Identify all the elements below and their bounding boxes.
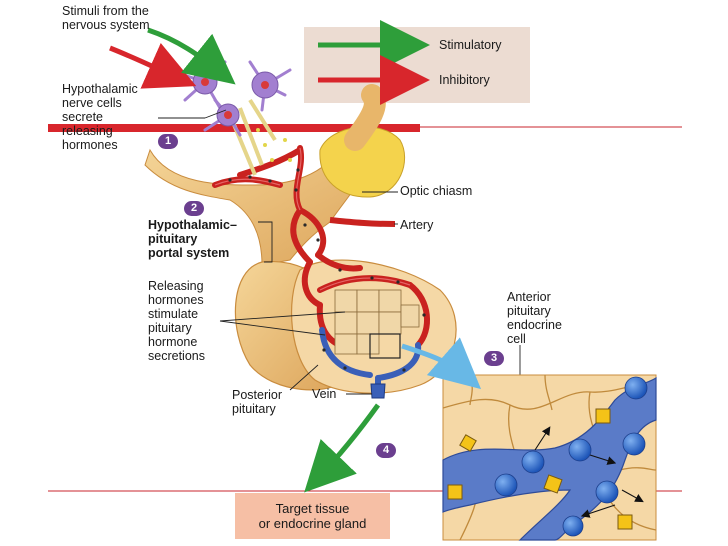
magnified-panel: [442, 374, 657, 541]
artery-label: Artery: [400, 218, 434, 232]
legend-stimulatory-label: Stimulatory: [439, 38, 502, 52]
vein-outlet: [370, 383, 386, 399]
optic-chiasm-label: Optic chiasm: [400, 184, 473, 198]
inhibitory-stimulus-arrow: [109, 42, 197, 89]
hypothalamus-tissue: [144, 139, 381, 266]
anterior-cell-label: Anterior pituitary endocrine cell: [507, 290, 562, 346]
hypothalamic-neurons: [173, 58, 292, 176]
posterior-pituitary-label: Posterior pituitary: [232, 388, 283, 416]
portal-system-label: Hypothalamic– pituitary portal system: [148, 218, 237, 260]
hypothalamic-cells-label: Hypothalamic nerve cells secrete releasi…: [62, 82, 138, 152]
legend-inhibitory-label: Inhibitory: [439, 73, 490, 87]
magnified-cell-box: [369, 333, 401, 359]
magnification-arrow: [401, 337, 482, 390]
target-tissue-box: Target tissue or endocrine gland: [235, 493, 390, 539]
anterior-cell-grid: [334, 289, 420, 355]
target-arrow: [304, 403, 381, 493]
releasing-stimulate-label: Releasing hormones stimulate pituitary h…: [148, 279, 205, 363]
vessel-dots: [228, 168, 426, 372]
step-badge-3: 3: [484, 351, 504, 366]
hormone-molecules: [447, 408, 633, 530]
stimulatory-stimulus-arrow: [147, 27, 236, 85]
step-badge-2: 2: [184, 201, 204, 216]
step-badge-4: 4: [376, 443, 396, 458]
vein-label: Vein: [312, 387, 337, 401]
blood-cells: [494, 376, 648, 537]
portal-capillaries-highlight: [214, 147, 411, 291]
artery: [329, 217, 396, 227]
exchange-arrows: [534, 426, 644, 518]
stimuli-label: Stimuli from the nervous system: [62, 4, 150, 32]
step-badge-1: 1: [158, 134, 178, 149]
stalk-axon-dots: [256, 128, 292, 162]
